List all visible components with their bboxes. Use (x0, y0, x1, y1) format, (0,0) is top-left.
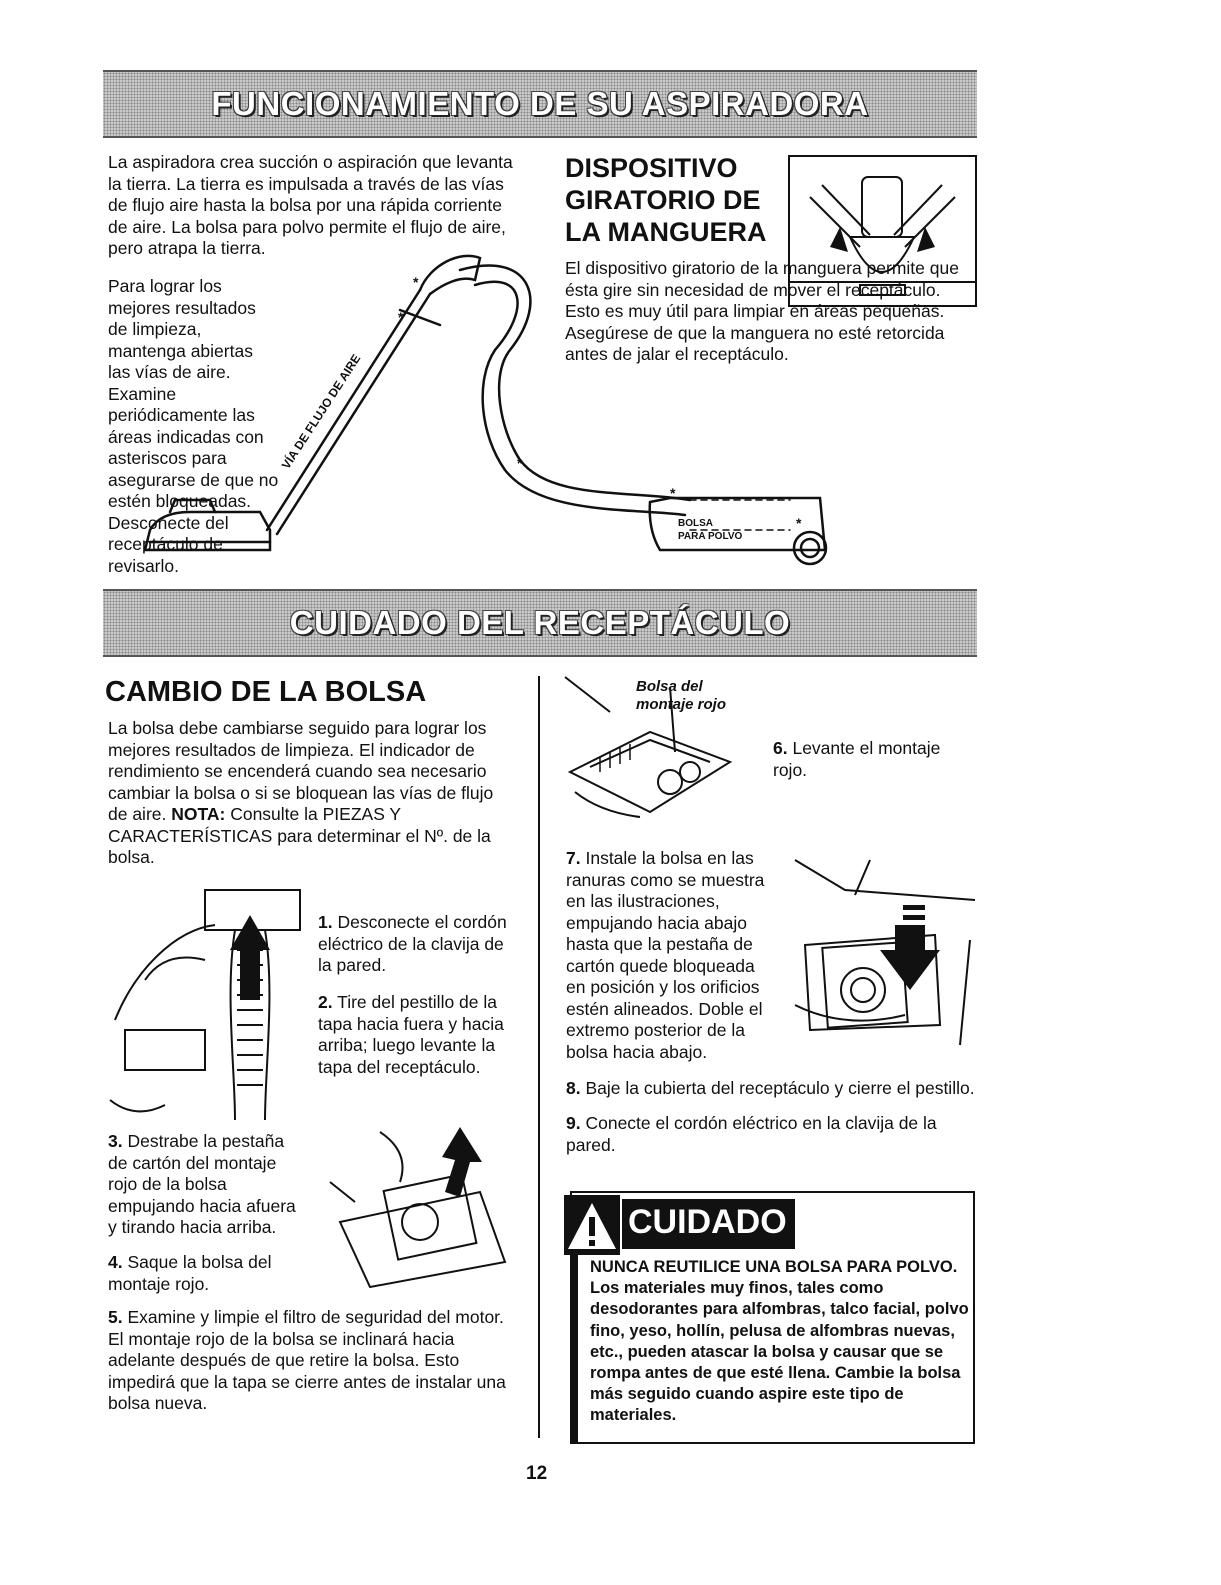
swivel-text-part: El dispositivo giratorio de la manguera … (565, 258, 959, 364)
bag-change-heading: CAMBIO DE LA BOLSA (105, 676, 427, 708)
step-7: 7. Instale la bolsa en las ranuras como … (566, 848, 765, 1062)
bag-label-line1: BOLSA (678, 518, 713, 529)
svg-text:*: * (670, 485, 676, 501)
step-4: 4. Saque la bolsa del montaje rojo. (108, 1252, 272, 1294)
page-number: 12 (526, 1463, 548, 1484)
install-bag-illustration (794, 859, 976, 1046)
svg-text:*: * (796, 515, 802, 531)
column-divider (538, 676, 540, 1438)
caution-rule (572, 1249, 578, 1442)
step-9: 9. Conecte el cordón eléctrico en la cla… (566, 1113, 937, 1155)
section-banner-operation: FUNCIONAMIENTO DE SU ASPIRADORA (103, 70, 977, 138)
banner-title: FUNCIONAMIENTO DE SU ASPIRADORA (211, 85, 869, 122)
caution-text: NUNCA REUTILICE UNA BOLSA PARA POLVO. Lo… (590, 1258, 969, 1425)
operation-intro: La aspiradora crea succión o aspiración … (108, 152, 513, 258)
warning-triangle-icon (564, 1195, 620, 1255)
step-5: 5. Examine y limpie el filtro de segurid… (108, 1307, 506, 1413)
red-mount-label: Bolsa del montaje rojo (636, 678, 727, 713)
section-banner-care: CUIDADO DEL RECEPTÁCULO (103, 589, 977, 657)
bag-change-intro: La bolsa debe cambiarse seguido para log… (108, 718, 494, 867)
airflow-label: VÍA DE FLUJO DE AIRE (278, 351, 363, 471)
svg-text:*: * (517, 455, 523, 471)
red-mount-illustration (564, 676, 733, 818)
caution-box: CUIDADO NUNCA REUTILICE UNA BOLSA PARA P… (564, 1191, 975, 1444)
step-8: 8. Baje la cubierta del receptáculo y ci… (566, 1078, 975, 1098)
swivel-heading: DISPOSITIVO GIRATORIO DE LA MANGUERA (565, 153, 767, 247)
banner-title: CUIDADO DEL RECEPTÁCULO (289, 604, 791, 641)
caution-title: CUIDADO (622, 1199, 795, 1249)
disconnect-lid-illustration (109, 889, 301, 1121)
canister-vacuum-illustration: * * * * * VÍA DE FLUJO DE AIRE BOLSA PAR… (143, 254, 828, 566)
step-2: 2. Tire del pestillo de la tapa hacia fu… (318, 992, 504, 1077)
bag-label-line2: PARA POLVO (678, 531, 742, 542)
swivel-illustration-frame (788, 155, 977, 307)
step-6: 6. Levante el montaje rojo. (773, 738, 941, 780)
step-1: 1. Desconecte el cordón eléctrico de la … (318, 912, 507, 975)
operation-tips: Para lograr los mejores resultados de li… (108, 276, 279, 576)
svg-text:*: * (398, 309, 404, 325)
svg-text:*: * (413, 274, 419, 290)
hose-swivel-icon (790, 176, 975, 296)
unlatch-tab-illustration (329, 1127, 507, 1289)
step-3: 3. Destrabe la pestaña de cartón del mon… (108, 1131, 296, 1237)
